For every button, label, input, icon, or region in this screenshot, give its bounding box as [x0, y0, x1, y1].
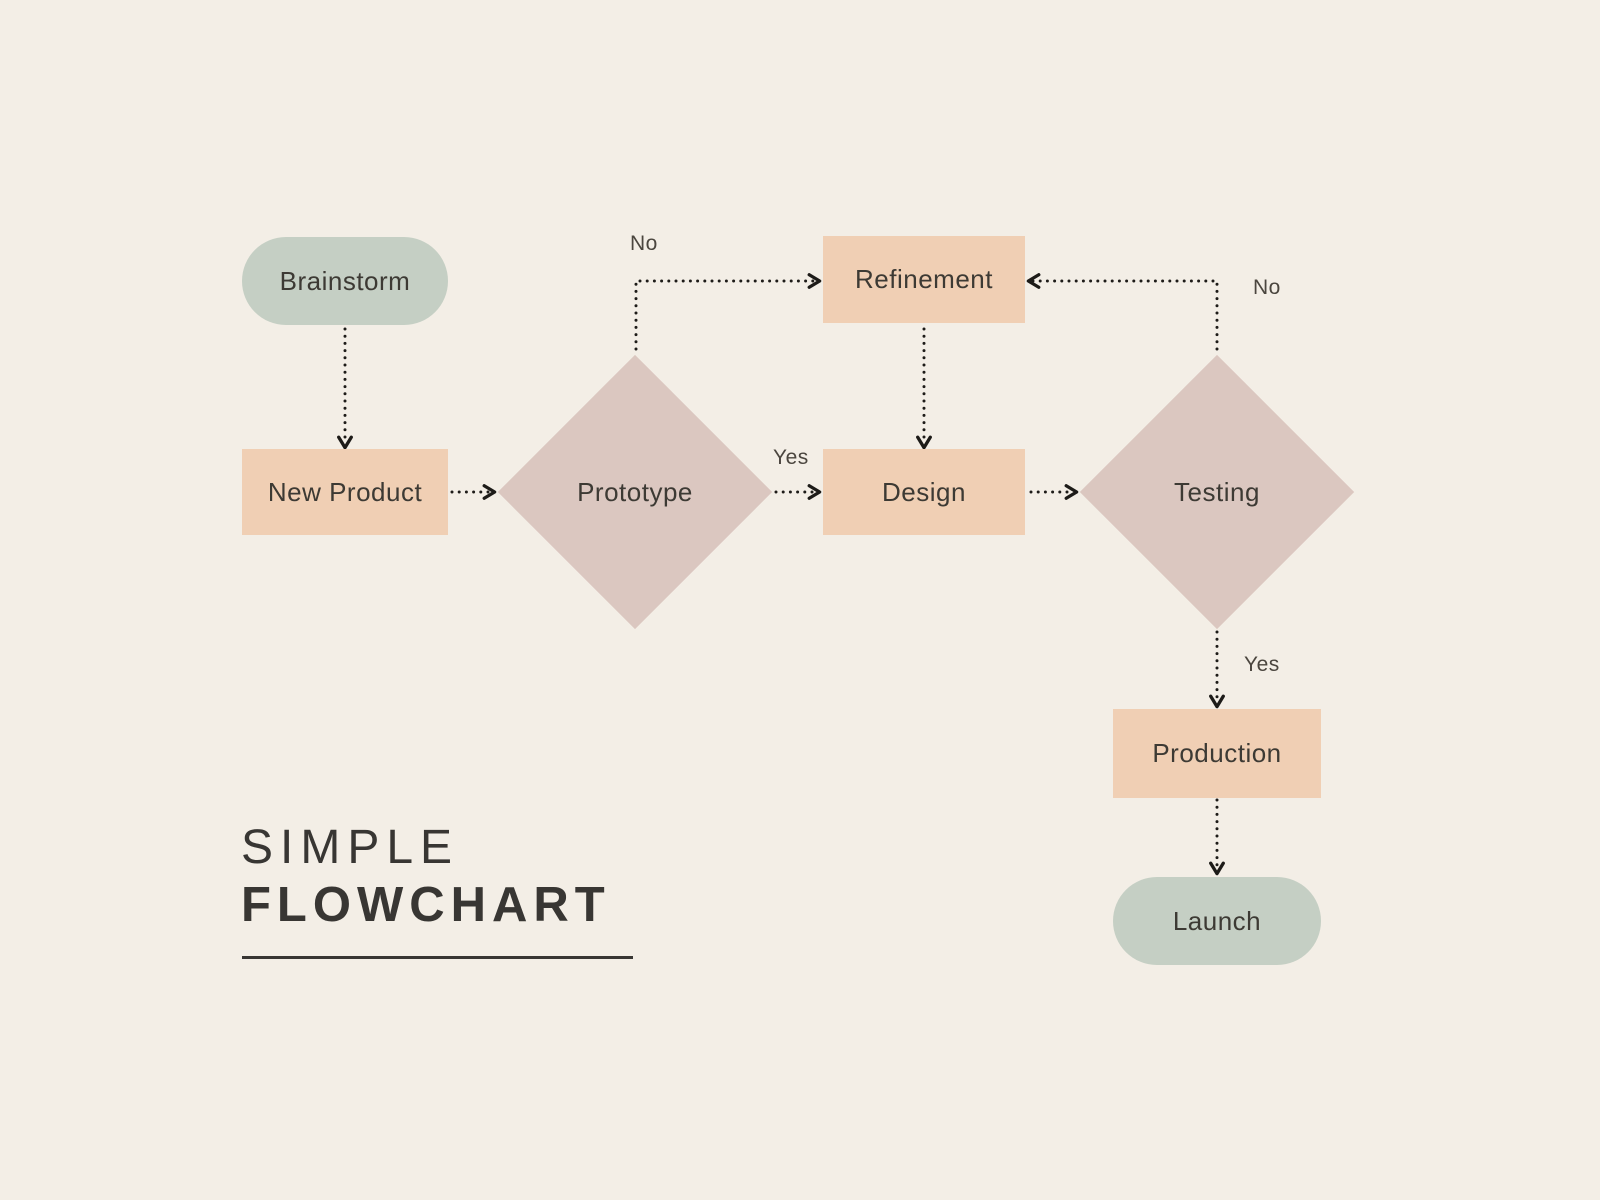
edge-prototype-refinement-no — [634, 273, 822, 351]
title-line1: SIMPLE — [241, 821, 460, 874]
node-testing: Testing — [1079, 354, 1355, 630]
node-design: Design — [823, 449, 1025, 535]
node-refinement-label: Refinement — [855, 264, 993, 294]
node-refinement: Refinement — [823, 236, 1025, 323]
node-brainstorm: Brainstorm — [242, 237, 448, 325]
edge-label-prototype-yes: Yes — [773, 446, 809, 469]
title-line2: FLOWCHART — [241, 878, 611, 932]
node-launch-label: Launch — [1172, 905, 1262, 936]
node-new-product-label: New Product — [267, 476, 423, 507]
node-design-label: Design — [882, 476, 966, 507]
title-underline — [242, 956, 633, 959]
node-prototype: Prototype — [497, 354, 773, 630]
edge-label-prototype-no: No — [630, 232, 658, 255]
node-brainstorm-label: Brainstorm — [279, 265, 411, 296]
node-production: Production — [1113, 709, 1321, 798]
node-testing-label: Testing — [1174, 476, 1260, 507]
node-production-label: Production — [1152, 738, 1282, 768]
node-prototype-label: Prototype — [577, 476, 693, 507]
edge-label-testing-no: No — [1253, 276, 1281, 299]
edge-testing-refinement-no — [1026, 273, 1219, 351]
node-launch: Launch — [1113, 877, 1321, 965]
node-new-product: New Product — [242, 449, 448, 535]
edge-label-testing-yes: Yes — [1244, 653, 1280, 676]
